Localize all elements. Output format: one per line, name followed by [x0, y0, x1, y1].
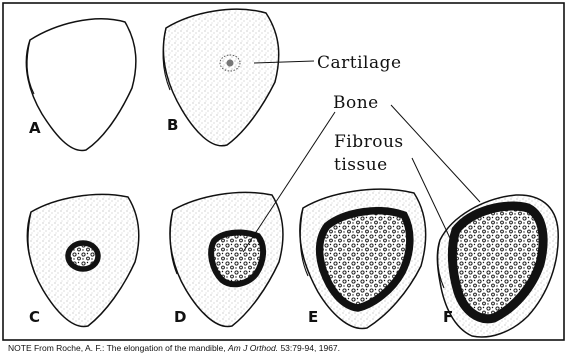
source-note-text: NOTE From Roche, A. F.: The elongation o…: [8, 343, 228, 353]
panel-d-letter: D: [174, 308, 186, 326]
fibrous-label-line2: tissue: [334, 155, 388, 175]
panel-e: E: [300, 189, 426, 328]
panel-b-letter: B: [167, 116, 178, 134]
source-note-journal: Am J Orthod.: [228, 343, 278, 353]
panel-c-letter: C: [29, 308, 40, 326]
panel-b-cartilage-dot: [227, 60, 234, 67]
panel-a-letter: A: [29, 119, 41, 137]
panel-b: B: [163, 9, 279, 146]
source-note-citation: 53:79-94, 1967.: [278, 343, 340, 353]
panel-c-bone-center: [68, 243, 98, 269]
fibrous-label-line1: Fibrous: [334, 132, 404, 152]
panel-d: D: [170, 192, 283, 326]
cartilage-label: Cartilage: [317, 53, 402, 73]
panel-e-letter: E: [308, 308, 318, 326]
bone-leader-to-panel-f: [391, 105, 480, 202]
source-note: NOTE From Roche, A. F.: The elongation o…: [8, 343, 340, 353]
bone-label: Bone: [333, 93, 379, 113]
panel-c: C: [27, 194, 139, 326]
panel-f-letter: F: [443, 308, 453, 326]
panel-a: A: [26, 19, 136, 151]
panel-f: F: [437, 195, 558, 337]
panel-a-outline: [26, 19, 136, 151]
panel-b-outline: [163, 9, 278, 146]
panel-d-bone-center: [211, 233, 263, 285]
